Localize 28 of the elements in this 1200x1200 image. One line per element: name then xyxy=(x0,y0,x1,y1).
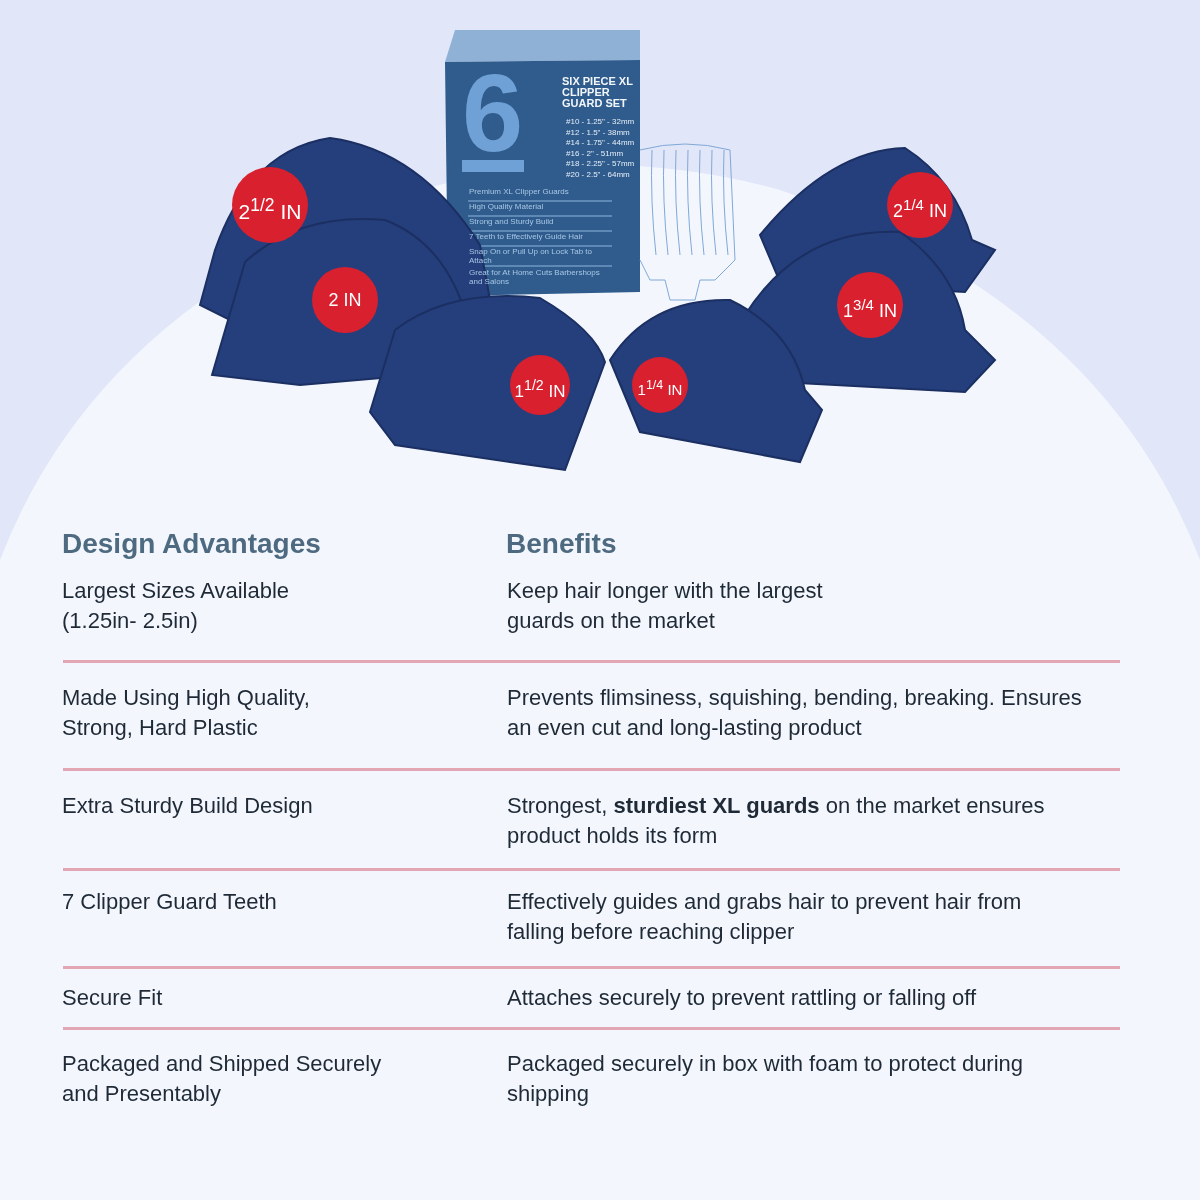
table-cell-text: Effectively guides and grabs hair to prevent hair from falling before reaching clipper xyxy=(507,888,1023,946)
table-cell-text: Largest Sizes Available (1.25in- 2.5in) xyxy=(62,577,291,635)
feature-item: Snap On or Pull Up on Lock Tab to Attach xyxy=(469,247,594,265)
size-list-item: #12 - 1.5" - 38mm xyxy=(566,127,630,137)
feature-item: High Quality Material xyxy=(469,202,545,211)
feature-item: Premium XL Clipper Guards xyxy=(469,187,570,196)
table-cell-text: Strongest, sturdiest XL guards on the market ensures product holds its form xyxy=(507,792,1046,850)
feature-item: Great for At Home Cuts Barbershops and Salons xyxy=(469,268,601,286)
table-cell-text: Keep hair longer with the largest guards on the market xyxy=(507,577,824,635)
feature-item: Strong and Sturdy Build xyxy=(469,217,555,226)
table-cell-text: Made Using High Quality, Strong, Hard Plastic xyxy=(62,684,311,742)
size-list-item: #14 - 1.75" - 44mm xyxy=(566,138,635,148)
box-title: SIX PIECE XL CLIPPER GUARD SET xyxy=(562,76,634,109)
table-cell-text: Packaged securely in box with foam to protect during shipping xyxy=(507,1050,1025,1108)
table-cell-text: Attaches securely to prevent rattling or falling off xyxy=(507,984,978,1012)
feature-item: 7 Teeth to Effectively Guide Hair xyxy=(469,232,584,241)
size-list-item: #18 - 2.25" - 57mm xyxy=(566,159,635,169)
table-cell-text: 7 Clipper Guard Teeth xyxy=(62,888,278,916)
column-header: Benefits xyxy=(506,528,617,560)
size-list-item: #20 - 2.5" - 64mm xyxy=(566,170,630,179)
column-header: Design Advantages xyxy=(62,528,321,560)
table-cell-text: Packaged and Shipped Securely and Presentably xyxy=(62,1050,383,1108)
table-cell-text: Extra Sturdy Build Design xyxy=(62,792,314,820)
size-list-item: #10 - 1.25" - 32mm xyxy=(566,117,635,126)
table-cell-text: Secure Fit xyxy=(62,984,164,1012)
size-list-item: #16 - 2" - 51mm xyxy=(566,148,624,158)
box-number: 6 xyxy=(462,58,524,168)
table-cell-text: Prevents flimsiness, squishing, bending, breaking. Ensures an even cut and long-lasting product xyxy=(507,684,1083,742)
